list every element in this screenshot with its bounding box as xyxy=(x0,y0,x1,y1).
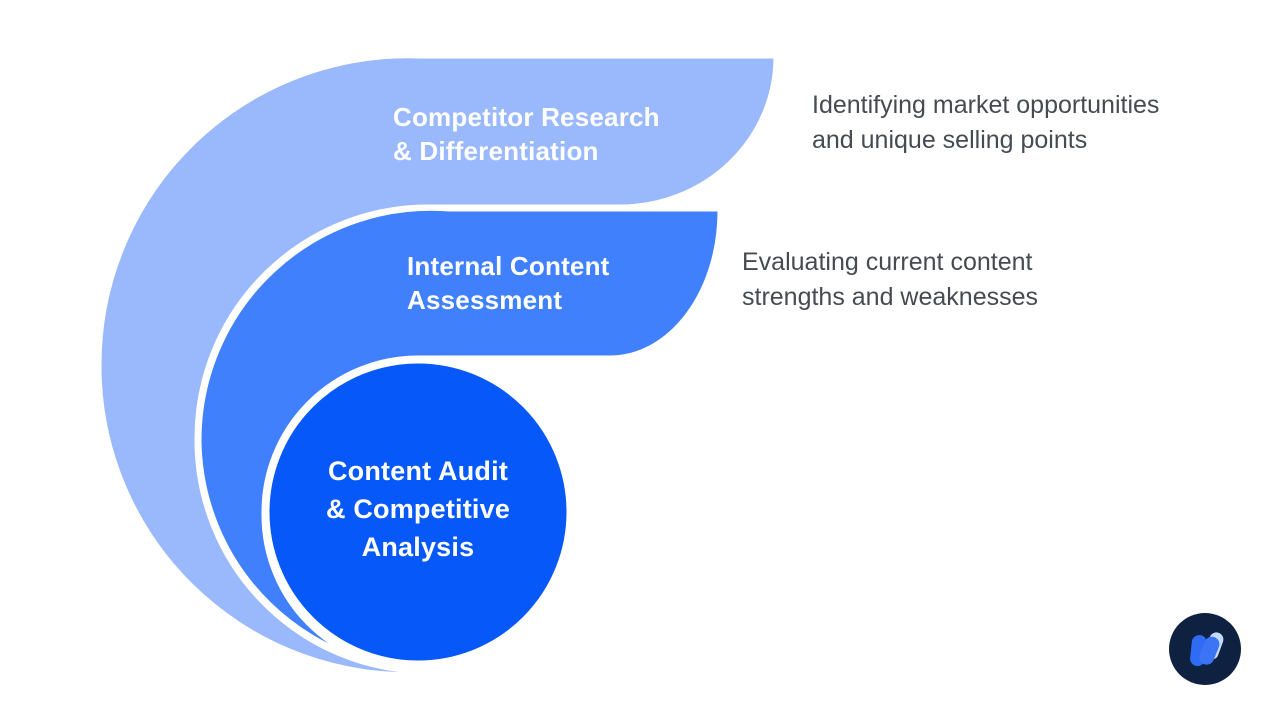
step-description-line: and unique selling points xyxy=(812,126,1088,154)
step-description-internal-content: Evaluating current content strengths and… xyxy=(742,245,1038,315)
step-title-competitor-research: Competitor Research & Differentiation xyxy=(393,100,660,168)
step-description-competitor-research: Identifying market opportunities and uni… xyxy=(812,88,1159,158)
w-monogram-icon xyxy=(1169,613,1241,685)
step-title-line: Content Audit xyxy=(327,456,509,486)
step-title-internal-content: Internal Content Assessment xyxy=(407,249,610,317)
step-description-line: strengths and weaknesses xyxy=(742,283,1039,311)
step-title-line: Analysis xyxy=(361,532,475,562)
step-title-line: & Competitive xyxy=(325,494,511,524)
step-title-content-audit: Content Audit & Competitive Analysis xyxy=(258,452,578,566)
step-title-line: Competitor Research xyxy=(393,102,660,132)
step-title-line: Internal Content xyxy=(407,251,610,281)
step-shape-content-audit xyxy=(266,360,570,664)
step-shape-internal-content xyxy=(198,207,721,672)
step-title-line: & Differentiation xyxy=(393,136,599,166)
step-shape-competitor-research xyxy=(98,55,777,676)
brand-logo xyxy=(1169,613,1241,685)
step-description-line: Evaluating current content xyxy=(742,248,1033,276)
step-title-line: Assessment xyxy=(407,285,563,315)
logo-w-petals xyxy=(1190,632,1224,667)
step-description-line: Identifying market opportunities xyxy=(812,91,1160,119)
